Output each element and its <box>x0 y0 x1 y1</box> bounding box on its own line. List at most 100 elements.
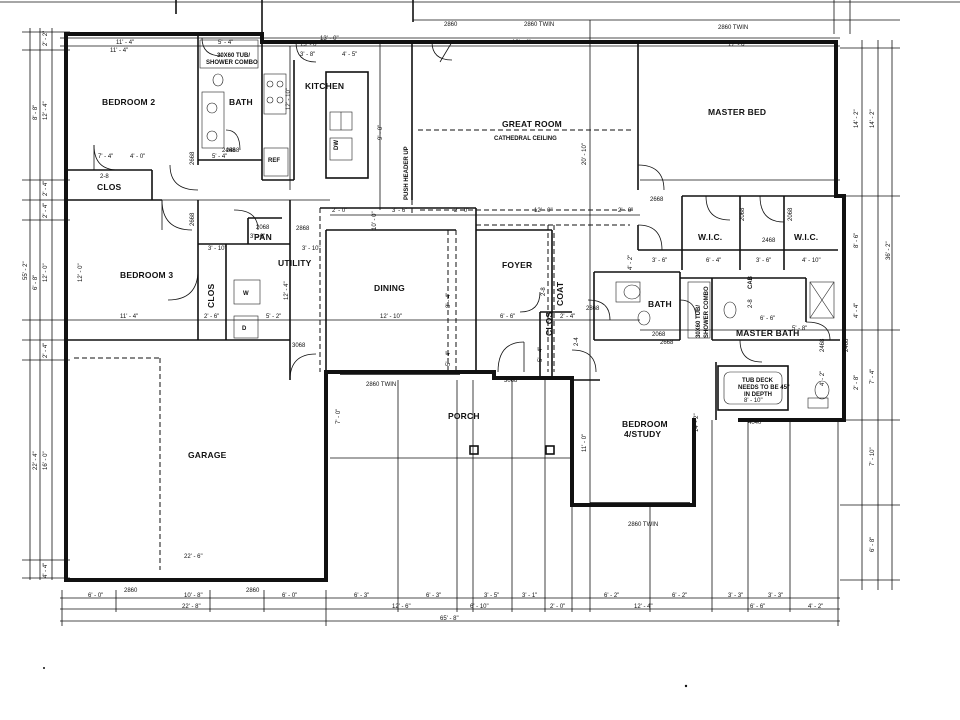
header-note: PUSH HEADER UP <box>404 146 410 200</box>
exterior-walls <box>64 32 846 582</box>
dimension-inner: 3' - 6" <box>756 258 771 264</box>
opening-label: 2668 <box>650 197 664 203</box>
dimension-inner: 3' - 6" <box>652 258 667 264</box>
tub-deck-note: NEEDS TO BE 45" <box>738 385 790 391</box>
dimension-left: 2' - 4" <box>43 343 49 358</box>
dimension-bottom: 10' - 8" <box>184 593 203 599</box>
room-bath-center: BATH <box>648 299 672 309</box>
dimension-inner: 6' - 4" <box>706 258 721 264</box>
dimension-bottom: 6' - 10" <box>470 604 489 610</box>
dimension-bottom: 6' - 2" <box>672 593 687 599</box>
dimension-inner: 8' - 4" <box>446 293 452 308</box>
dimension-inner: 5' - 4" <box>212 154 227 160</box>
door-swings <box>93 37 831 381</box>
opening-label: 2668 <box>190 151 196 165</box>
cabinet-label: CAB <box>748 275 754 289</box>
dimension-left: 2' - 4" <box>43 203 49 218</box>
dimension-inner: 4' - 2" <box>820 371 826 386</box>
opening-label: 3068 <box>504 378 518 384</box>
dimension-inner: 12' - 10" <box>286 88 292 110</box>
dimension-right: 7' - 4" <box>870 369 876 384</box>
tub-deck-note: IN DEPTH <box>744 392 772 398</box>
dimension-total: 65' - 8" <box>440 616 459 622</box>
tub-label: SHOWER COMBO <box>704 286 710 338</box>
room-master-bath: MASTER BATH <box>736 328 799 338</box>
dimension-left: 22' - 4" <box>33 451 39 470</box>
opening-label: 2468 <box>762 238 776 244</box>
dimension-inner: 2' - 0" <box>332 208 347 214</box>
top-sheet-lines <box>0 0 960 34</box>
room-master-bed: MASTER BED <box>708 107 766 117</box>
dimension-right: 4' - 4" <box>854 303 860 318</box>
dimension-inner: 12' - 0" <box>78 263 84 282</box>
dimension-top: 19' - 4" <box>512 40 531 46</box>
dimension-bottom: 6' - 3" <box>426 593 441 599</box>
dimension-right: 14' - 2" <box>870 109 876 128</box>
tub-label: 30X60 TUB/ <box>217 53 250 59</box>
dimension-bottom: 6' - 3" <box>354 593 369 599</box>
dimension-left: 6' - 8" <box>33 275 39 290</box>
room-closet-b3: CLOS <box>206 283 216 308</box>
dimension-inner: 5' - 8" <box>792 326 807 332</box>
fixtures <box>84 39 835 581</box>
dishwasher-label: DW <box>334 140 340 150</box>
dimension-left: 16' - 0" <box>43 451 49 470</box>
dimension-top: 11' - 4" <box>116 40 134 46</box>
dimension-bottom: 3' - 1" <box>522 593 537 599</box>
opening-label: 2068 <box>652 332 666 338</box>
dryer-label: D <box>242 326 247 332</box>
dimension-top: 3' - 8" <box>300 52 315 58</box>
room-bedroom-4: BEDROOM <box>622 419 668 429</box>
dimension-inner: 4' - 2" <box>628 255 634 270</box>
dimension-inner: 5' - 2" <box>266 314 281 320</box>
dimension-inner: 2' - 0" <box>454 208 469 214</box>
room-pantry: PAN <box>254 232 272 242</box>
dimension-bottom: 3' - 3" <box>768 593 783 599</box>
opening-label: 2868 <box>296 226 310 232</box>
room-dining: DINING <box>374 283 405 293</box>
dimension-left: 8' - 8" <box>33 105 39 120</box>
dimension-inner: 2-8 <box>541 287 547 296</box>
opening-label: 4040 <box>748 420 762 426</box>
dimension-inner: 4' - 10" <box>802 258 821 264</box>
room-bath: BATH <box>229 97 253 107</box>
dimension-left: 2' - 2" <box>43 31 49 46</box>
refrigerator-label: REF <box>268 158 280 164</box>
opening-label: 2860 TWIN <box>366 382 396 388</box>
opening-label: 2468 <box>222 148 236 154</box>
great-room-note: CATHEDRAL CEILING <box>494 136 557 142</box>
dimension-right: 14' - 2" <box>854 109 860 128</box>
dimension-inner: 2-8 <box>748 299 754 308</box>
dimension-left-total: 55' - 2" <box>23 261 29 280</box>
dimension-inner: 6' - 6" <box>500 314 515 320</box>
dimension-inner: 2-4 <box>574 337 580 346</box>
dimension-top: 17' - 6" <box>728 42 747 48</box>
opening-label: 2468 <box>844 338 850 352</box>
dimension-right: 36' - 2" <box>886 241 892 260</box>
washer-label: W <box>243 291 249 297</box>
opening-label: 2860 TWIN <box>628 522 658 528</box>
dimension-inner: 2' - 0" <box>618 208 633 214</box>
dimension-inner: 5' - 4" <box>446 351 452 366</box>
dimension-bottom: 6' - 0" <box>88 593 103 599</box>
speck <box>684 684 688 688</box>
dimension-inner: 6' - 6" <box>760 316 775 322</box>
speck <box>43 667 45 669</box>
dimension-inner: 12' - 0" <box>534 208 553 214</box>
dimension-top: 5' - 4" <box>218 40 233 46</box>
dimension-inner: 10' - 0" <box>372 211 378 230</box>
dimension-inner: 2-8 <box>100 174 109 180</box>
room-porch: PORCH <box>448 411 480 421</box>
tub-label: SHOWER COMBO <box>206 60 258 66</box>
dimension-inner: 8' - 10" <box>744 398 763 404</box>
room-coat: COAT <box>555 281 565 306</box>
opening-label: 2068 <box>740 207 746 221</box>
opening-label: 3068 <box>292 343 306 349</box>
dimension-inner: 5' - 4" <box>538 347 544 362</box>
opening-label: 2068 <box>788 207 794 221</box>
dimension-inner: 11' - 4" <box>110 48 128 54</box>
room-garage: GARAGE <box>188 450 227 460</box>
room-wic-2: W.I.C. <box>794 232 818 242</box>
dimension-bottom: 6' - 2" <box>604 593 619 599</box>
dimension-left: 12' - 4" <box>43 101 49 120</box>
